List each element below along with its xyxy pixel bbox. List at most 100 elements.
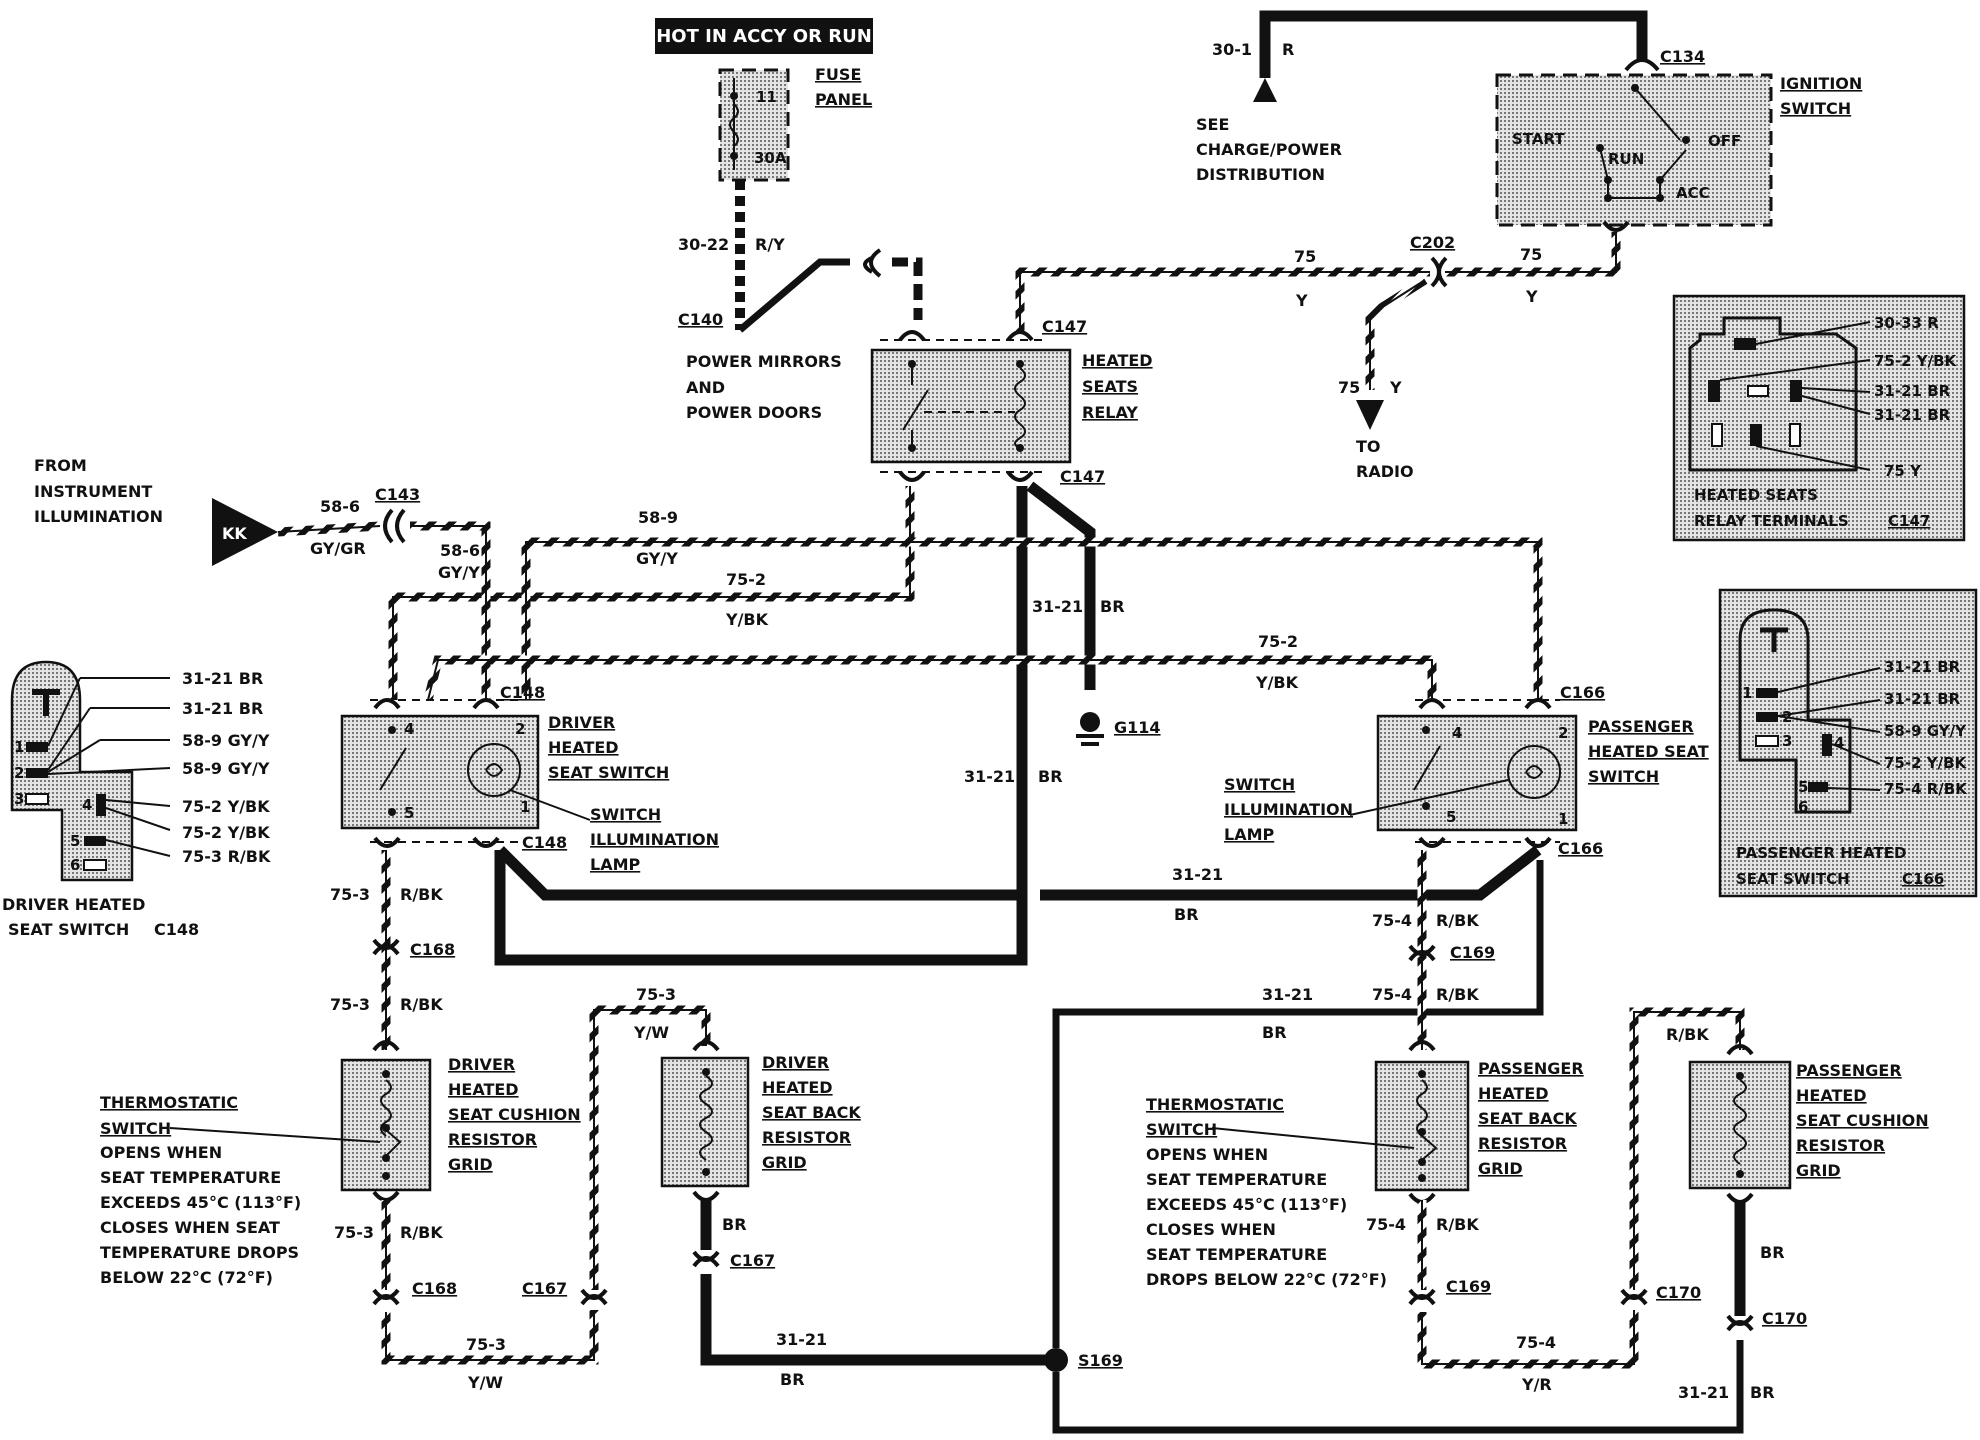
svg-text:4: 4: [1834, 734, 1844, 752]
svg-text:INSTRUMENT: INSTRUMENT: [34, 482, 152, 501]
svg-text:THERMOSTATIC: THERMOSTATIC: [1146, 1095, 1284, 1114]
svg-text:RESISTOR: RESISTOR: [762, 1128, 851, 1147]
svg-text:75-4: 75-4: [1516, 1333, 1556, 1352]
svg-text:75: 75: [1520, 245, 1542, 264]
svg-text:C170: C170: [1762, 1309, 1807, 1328]
svg-text:LAMP: LAMP: [1224, 825, 1275, 844]
svg-text:75-2: 75-2: [726, 570, 766, 589]
svg-text:ILLUMINATION: ILLUMINATION: [590, 830, 719, 849]
svg-text:58-6: 58-6: [320, 497, 360, 516]
svg-text:EXCEEDS 45°C (113°F): EXCEEDS 45°C (113°F): [1146, 1195, 1347, 1214]
relay-terminals-inset: 30-33 R 75-2 Y/BK 31-21 BR 31-21 BR 75 Y…: [1672, 294, 1966, 542]
svg-text:6: 6: [70, 856, 80, 874]
svg-text:75-4: 75-4: [1372, 985, 1412, 1004]
svg-text:BR: BR: [1038, 767, 1063, 786]
svg-text:C169: C169: [1446, 1277, 1491, 1296]
svg-text:75-3: 75-3: [334, 1223, 374, 1242]
svg-text:LAMP: LAMP: [590, 855, 641, 874]
svg-text:SEAT BACK: SEAT BACK: [762, 1103, 861, 1122]
svg-text:31-21: 31-21: [964, 767, 1015, 786]
svg-text:CHARGE/POWER: CHARGE/POWER: [1196, 140, 1342, 159]
svg-text:SEAT TEMPERATURE: SEAT TEMPERATURE: [1146, 1245, 1327, 1264]
passenger-heated-seat-switch: 4 5 2 1: [1376, 714, 1578, 832]
svg-text:C170: C170: [1656, 1283, 1701, 1302]
svg-text:BR: BR: [1262, 1023, 1287, 1042]
svg-text:58-9 GY/Y: 58-9 GY/Y: [1884, 722, 1967, 740]
driver-seat-cushion-grid: [340, 1058, 432, 1192]
svg-text:TO: TO: [1356, 437, 1381, 456]
svg-text:31-21 BR: 31-21 BR: [1874, 382, 1951, 400]
svg-text:75-2: 75-2: [1258, 632, 1298, 651]
svg-text:75-2 Y/BK: 75-2 Y/BK: [182, 823, 270, 842]
svg-text:C166: C166: [1902, 870, 1944, 888]
svg-text:BR: BR: [1750, 1383, 1775, 1402]
svg-text:58-9 GY/Y: 58-9 GY/Y: [182, 731, 270, 750]
svg-text:C147: C147: [1060, 467, 1105, 486]
svg-text:SWITCH: SWITCH: [1146, 1120, 1217, 1139]
svg-text:31-21: 31-21: [1172, 865, 1223, 884]
svg-text:31-21 BR: 31-21 BR: [182, 699, 263, 718]
svg-text:GY/GR: GY/GR: [310, 539, 366, 558]
svg-text:SEAT SWITCH: SEAT SWITCH: [548, 763, 669, 782]
svg-text:C147: C147: [1888, 512, 1930, 530]
svg-text:G114: G114: [1114, 718, 1161, 737]
svg-text:R/BK: R/BK: [1436, 911, 1479, 930]
svg-text:75-2 Y/BK: 75-2 Y/BK: [1884, 754, 1968, 772]
svg-text:GY/Y: GY/Y: [438, 563, 480, 582]
svg-text:POWER DOORS: POWER DOORS: [686, 403, 822, 422]
svg-text:RELAY: RELAY: [1082, 403, 1138, 422]
svg-text:HEATED: HEATED: [1478, 1084, 1549, 1103]
svg-text:C148: C148: [522, 833, 567, 852]
svg-text:FUSE: FUSE: [815, 65, 861, 84]
svg-text:30A: 30A: [754, 149, 787, 167]
svg-text:C148: C148: [154, 920, 199, 939]
svg-text:CLOSES WHEN: CLOSES WHEN: [1146, 1220, 1276, 1239]
svg-text:GRID: GRID: [762, 1153, 807, 1172]
svg-text:31-21 BR: 31-21 BR: [1884, 658, 1961, 676]
svg-text:SEATS: SEATS: [1082, 377, 1138, 396]
svg-text:Y/R: Y/R: [1521, 1375, 1552, 1394]
svg-text:BR: BR: [1174, 905, 1199, 924]
svg-text:75-4: 75-4: [1372, 911, 1412, 930]
svg-text:HEATED: HEATED: [1082, 351, 1153, 370]
svg-text:PASSENGER: PASSENGER: [1588, 717, 1694, 736]
svg-text:58-9 GY/Y: 58-9 GY/Y: [182, 759, 270, 778]
svg-text:R: R: [1282, 40, 1294, 59]
svg-text:75-3: 75-3: [330, 885, 370, 904]
svg-text:RESISTOR: RESISTOR: [448, 1130, 537, 1149]
svg-text:R/BK: R/BK: [400, 885, 443, 904]
svg-text:1: 1: [1742, 684, 1752, 702]
svg-text:HEATED SEATS: HEATED SEATS: [1694, 486, 1818, 504]
svg-text:RADIO: RADIO: [1356, 462, 1414, 481]
svg-text:AND: AND: [686, 378, 725, 397]
svg-text:THERMOSTATIC: THERMOSTATIC: [100, 1093, 238, 1112]
c140-label: C140: [678, 310, 723, 329]
svg-text:BR: BR: [1760, 1243, 1785, 1262]
svg-text:Y/BK: Y/BK: [725, 610, 769, 629]
svg-text:1: 1: [14, 738, 24, 756]
svg-text:11: 11: [756, 88, 777, 106]
svg-text:R/Y: R/Y: [755, 235, 785, 254]
svg-text:C167: C167: [730, 1251, 775, 1270]
svg-text:SWITCH: SWITCH: [1588, 767, 1659, 786]
svg-text:Y: Y: [1525, 287, 1538, 306]
svg-text:4: 4: [404, 720, 414, 738]
passenger-seat-cushion-grid: [1688, 1060, 1792, 1190]
svg-text:58-9: 58-9: [638, 508, 678, 527]
svg-text:HOT IN ACCY OR RUN: HOT IN ACCY OR RUN: [656, 26, 872, 47]
svg-text:IGNITION: IGNITION: [1780, 74, 1862, 93]
fuse-panel: 11 30A FUSE PANEL: [718, 65, 872, 182]
driver-switch-terminals-inset: 1 2 3 4 5 6 31-21 BR 31-21 BR 58-9 GY/Y …: [2, 660, 271, 939]
svg-text:C166: C166: [1560, 683, 1605, 702]
svg-text:C202: C202: [1410, 233, 1455, 252]
svg-text:1: 1: [520, 798, 530, 816]
svg-text:C167: C167: [522, 1279, 567, 1298]
svg-text:DISTRIBUTION: DISTRIBUTION: [1196, 165, 1325, 184]
svg-text:30-33 R: 30-33 R: [1874, 314, 1939, 332]
passenger-switch-terminals-inset: 1 2 3 4 5 6 31-21 BR 31-21 BR 58-9 GY/Y …: [1718, 588, 1978, 898]
svg-text:GRID: GRID: [1796, 1161, 1841, 1180]
svg-text:BELOW 22°C (72°F): BELOW 22°C (72°F): [100, 1268, 273, 1287]
svg-text:58-6: 58-6: [440, 541, 480, 560]
svg-text:HEATED: HEATED: [762, 1078, 833, 1097]
svg-text:BR: BR: [780, 1370, 805, 1389]
